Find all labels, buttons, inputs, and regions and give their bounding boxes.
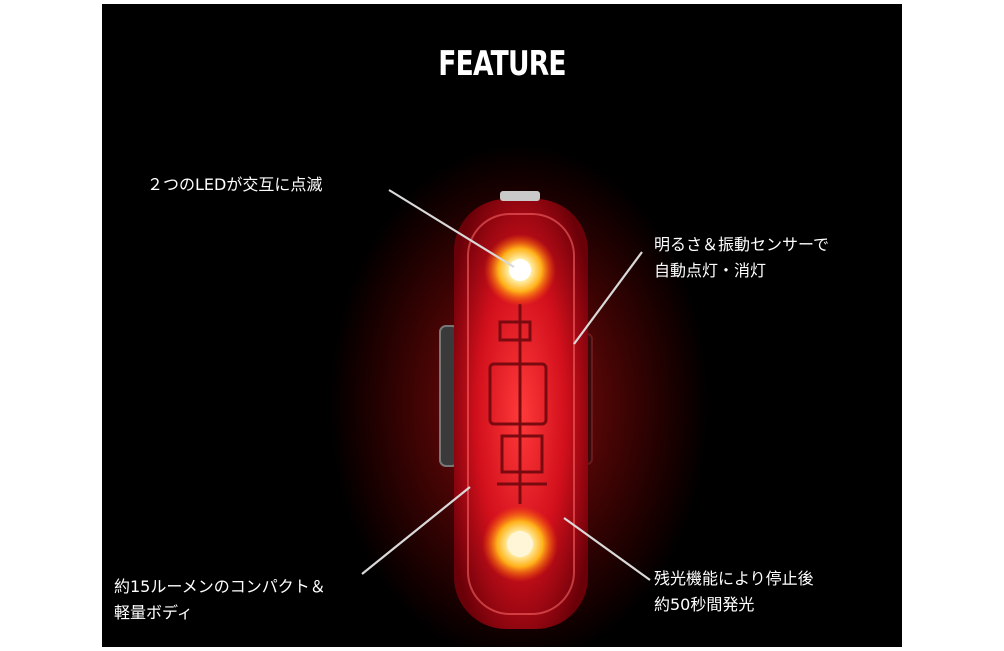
top-tab bbox=[500, 191, 540, 201]
led-bottom-core bbox=[507, 531, 533, 557]
callout-text: ２つのLEDが交互に点滅 bbox=[147, 175, 323, 194]
light-inner-rim bbox=[467, 213, 575, 615]
callout-text: 残光機能により停止後 bbox=[654, 569, 814, 588]
leader-line-bottom-right bbox=[563, 517, 651, 581]
callout-text: 約15ルーメンのコンパクト＆ bbox=[114, 577, 326, 596]
callout-text: 約50秒間発光 bbox=[654, 595, 755, 614]
callout-text: 明るさ＆振動センサーで bbox=[654, 235, 830, 254]
callout-sensor: 明るさ＆振動センサーで 自動点灯・消灯 bbox=[654, 232, 829, 284]
circuit-traces bbox=[488, 304, 548, 504]
leader-line-top-left bbox=[388, 189, 515, 268]
callout-compact-body: 約15ルーメンのコンパクト＆ 軽量ボディ bbox=[114, 574, 326, 626]
callout-afterglow: 残光機能により停止後 約50秒間発光 bbox=[654, 566, 814, 618]
page-title: FEATURE bbox=[438, 44, 566, 84]
callout-text: 自動点灯・消灯 bbox=[654, 261, 767, 280]
feature-panel: FEATURE ２つのLEDが交互に点滅 明るさ＆振動センサーで 自動点灯・消灯… bbox=[102, 4, 902, 647]
leader-line-top-right bbox=[573, 251, 643, 345]
callout-text: 軽量ボディ bbox=[114, 603, 193, 622]
callout-led-alternating: ２つのLEDが交互に点滅 bbox=[147, 172, 322, 198]
led-top-core bbox=[509, 259, 531, 281]
leader-line-bottom-left bbox=[361, 486, 471, 575]
leader-lines bbox=[361, 189, 651, 581]
tail-light-illustration bbox=[329, 144, 709, 647]
